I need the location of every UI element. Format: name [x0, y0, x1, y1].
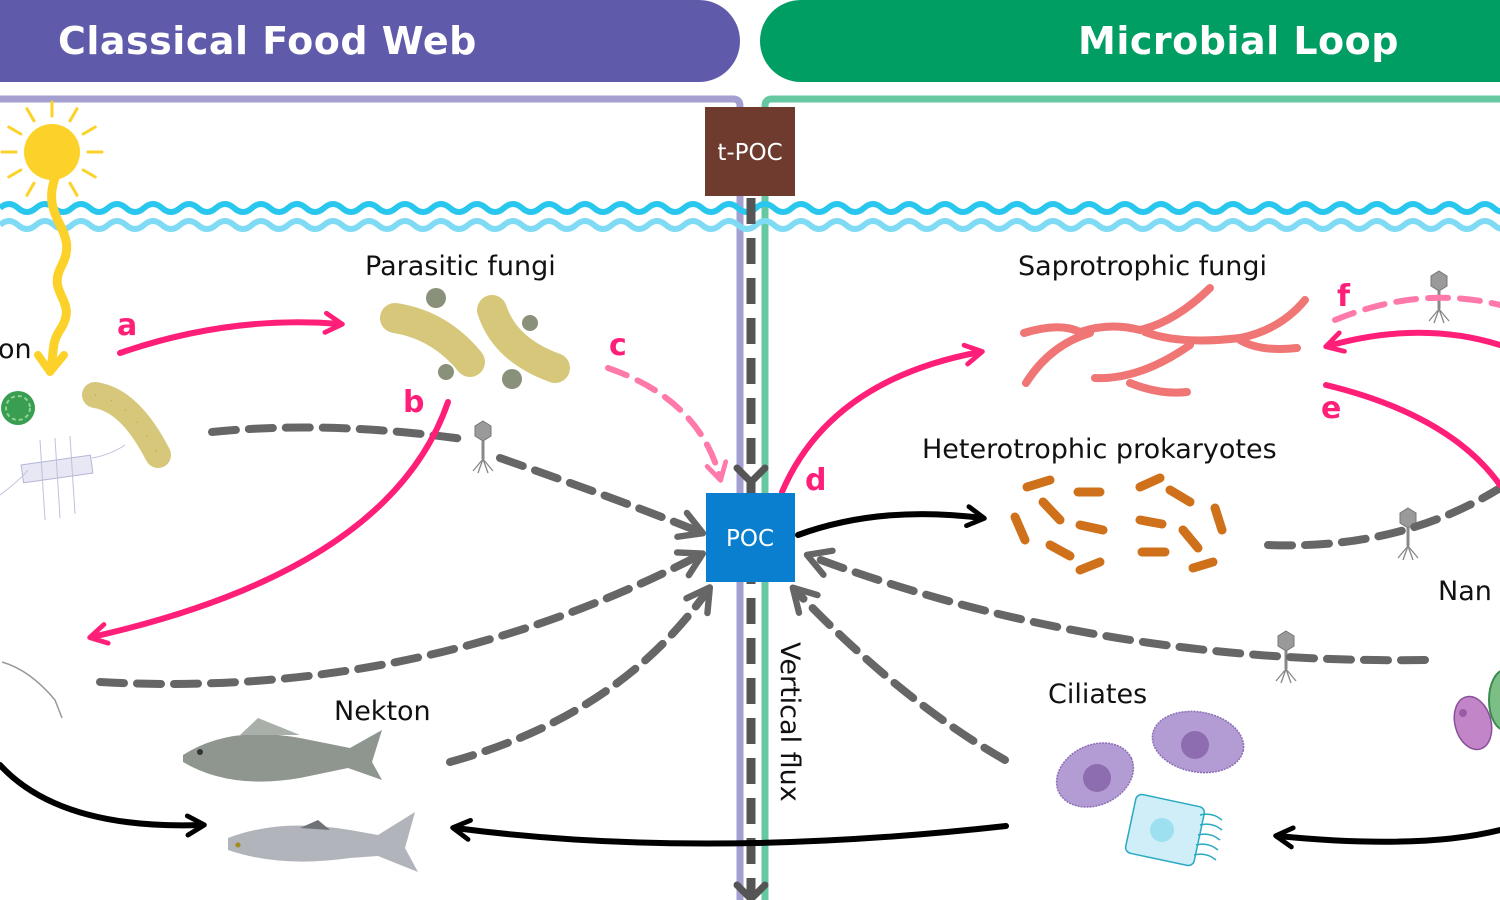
arrow-d	[779, 342, 985, 495]
bacterium	[1045, 540, 1075, 561]
bacteria-icon	[1010, 473, 1227, 575]
phytoplankton-icon	[0, 382, 171, 521]
detritus-arrow-zooplankton	[96, 549, 707, 688]
heterotrophic-prokaryotes-label: Heterotrophic prokaryotes	[922, 434, 1277, 465]
saprotrophic-fungi-label: Saprotrophic fungi	[1018, 251, 1267, 282]
sun-ray	[68, 181, 79, 197]
bacterium	[1135, 515, 1167, 529]
arrow-label-c: c	[609, 328, 627, 363]
arrow-poc-to-prokaryotes	[795, 504, 987, 538]
microbial-loop-header: Microbial Loop	[760, 0, 1500, 82]
bacterium	[1010, 512, 1030, 545]
arrow-label-b: b	[403, 385, 424, 420]
classical-food-web-title: Classical Food Web	[58, 19, 477, 63]
arrow-zooplankton-to-nekton	[0, 762, 207, 838]
sun-ray	[68, 107, 79, 123]
nekton-label: Nekton	[334, 696, 431, 727]
arrow-e-upper	[1323, 329, 1500, 354]
sun-ray	[25, 107, 36, 123]
phytoplankton-label: on	[0, 334, 32, 365]
sun-ray	[7, 125, 23, 136]
arrow-label-d: d	[805, 463, 826, 498]
ciliates-label: Ciliates	[1048, 679, 1147, 710]
bacteriophage-icon	[472, 420, 494, 474]
bacterium	[1038, 497, 1065, 525]
wave-line	[0, 218, 1500, 232]
zooplankton-icon	[1, 661, 63, 719]
sun-ray	[7, 168, 23, 179]
sun-ray	[25, 181, 36, 197]
sun-ray	[81, 168, 97, 179]
detritus-arrow-phytoplankton-2	[496, 454, 707, 540]
arrow-a	[117, 310, 345, 356]
classical-food-web-header: Classical Food Web	[0, 0, 740, 82]
sun-icon	[0, 100, 104, 376]
arrow-e-lower	[1323, 382, 1500, 488]
tpoc-box	[705, 107, 795, 196]
nanoflagellate-icon	[1453, 670, 1500, 751]
arrow-b	[87, 399, 451, 646]
bacterium	[1188, 557, 1218, 573]
vertical-flux-label: Vertical flux	[774, 642, 805, 802]
parasitic-fungi-icon	[380, 288, 570, 389]
bacterium	[1075, 520, 1108, 535]
sun-ray	[81, 125, 97, 136]
right-panel-border	[761, 95, 1500, 900]
bacterium	[1022, 475, 1055, 492]
nanoflagellates-label: Nan	[1438, 576, 1492, 607]
arrow-nanoflagellates-to-ciliates	[1273, 825, 1500, 850]
water-surface-icon	[0, 201, 1500, 232]
detritus-arrow-prokaryotes	[1264, 484, 1500, 550]
arrow-label-e: e	[1321, 391, 1341, 426]
left-panel-border	[0, 95, 744, 900]
detritus-arrow-nekton	[446, 584, 714, 766]
poc-box	[706, 493, 795, 582]
detritus-arrow-nanoflagellates	[803, 547, 1429, 665]
microbial-loop-title: Microbial Loop	[1078, 19, 1399, 63]
arrow-ciliates-to-nekton	[450, 817, 1009, 847]
hyphae-icon	[1020, 284, 1309, 397]
ciliate-icon	[1055, 710, 1245, 867]
arrow-c	[605, 365, 729, 483]
poc-label: POC	[726, 526, 774, 552]
fish-icon	[183, 718, 418, 872]
parasitic-fungi-label: Parasitic fungi	[365, 251, 556, 282]
bacterium	[1075, 557, 1105, 575]
tpoc-label: t-POC	[717, 140, 782, 166]
wave-line	[0, 201, 1500, 215]
arrow-label-a: a	[117, 308, 137, 343]
arrow-label-f: f	[1337, 279, 1351, 314]
detritus-arrow-ciliates	[789, 584, 1009, 764]
arrow-f	[1332, 294, 1500, 323]
bacterium	[1178, 525, 1203, 553]
bacterium	[1165, 485, 1195, 507]
bacterium	[1135, 473, 1165, 492]
bacterium	[1210, 503, 1227, 535]
